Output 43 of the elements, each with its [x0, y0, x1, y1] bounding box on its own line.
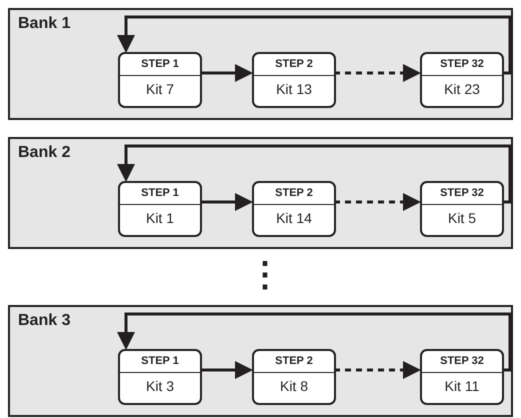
step-label: STEP 32	[440, 188, 484, 199]
bank-panel	[8, 137, 513, 249]
arrow	[117, 144, 512, 204]
bank-title: Bank 2	[18, 143, 70, 163]
arrow	[200, 64, 253, 82]
dashed-arrow	[334, 193, 421, 211]
step-label: STEP 32	[440, 356, 484, 367]
dashed-arrow	[334, 361, 421, 379]
step-box	[420, 181, 504, 237]
bank-title: Bank 1	[18, 14, 70, 34]
step-label: STEP 1	[141, 356, 179, 367]
step-label: STEP 2	[275, 356, 313, 367]
step-box	[252, 349, 336, 405]
arrow	[200, 193, 253, 211]
arrow	[117, 312, 512, 372]
step-box	[252, 52, 336, 108]
kit-label: Kit 14	[276, 211, 312, 225]
kit-label: Kit 1	[146, 211, 174, 225]
kit-label: Kit 13	[276, 82, 312, 96]
step-box	[420, 52, 504, 108]
bank-panel	[8, 8, 513, 120]
step-label: STEP 32	[440, 59, 484, 70]
kit-label: Kit 11	[444, 379, 480, 393]
kit-label: Kit 23	[444, 82, 480, 96]
kit-label: Kit 3	[146, 379, 174, 393]
step-label: STEP 1	[141, 59, 179, 70]
step-label: STEP 1	[141, 188, 179, 199]
step-box	[118, 181, 202, 237]
step-label: STEP 2	[275, 59, 313, 70]
bank-title: Bank 3	[18, 311, 70, 331]
arrow	[117, 16, 512, 74]
arrow	[200, 361, 253, 379]
dashed-arrow	[334, 64, 421, 82]
kit-label: Kit 7	[146, 82, 174, 96]
bank-panel	[8, 305, 513, 417]
step-box	[420, 349, 504, 405]
step-box	[118, 52, 202, 108]
step-box	[252, 181, 336, 237]
kit-label: Kit 8	[280, 379, 308, 393]
vertical-ellipsis: ⋮	[248, 258, 272, 292]
step-box	[118, 349, 202, 405]
kit-label: Kit 5	[448, 211, 476, 225]
step-label: STEP 2	[275, 188, 313, 199]
